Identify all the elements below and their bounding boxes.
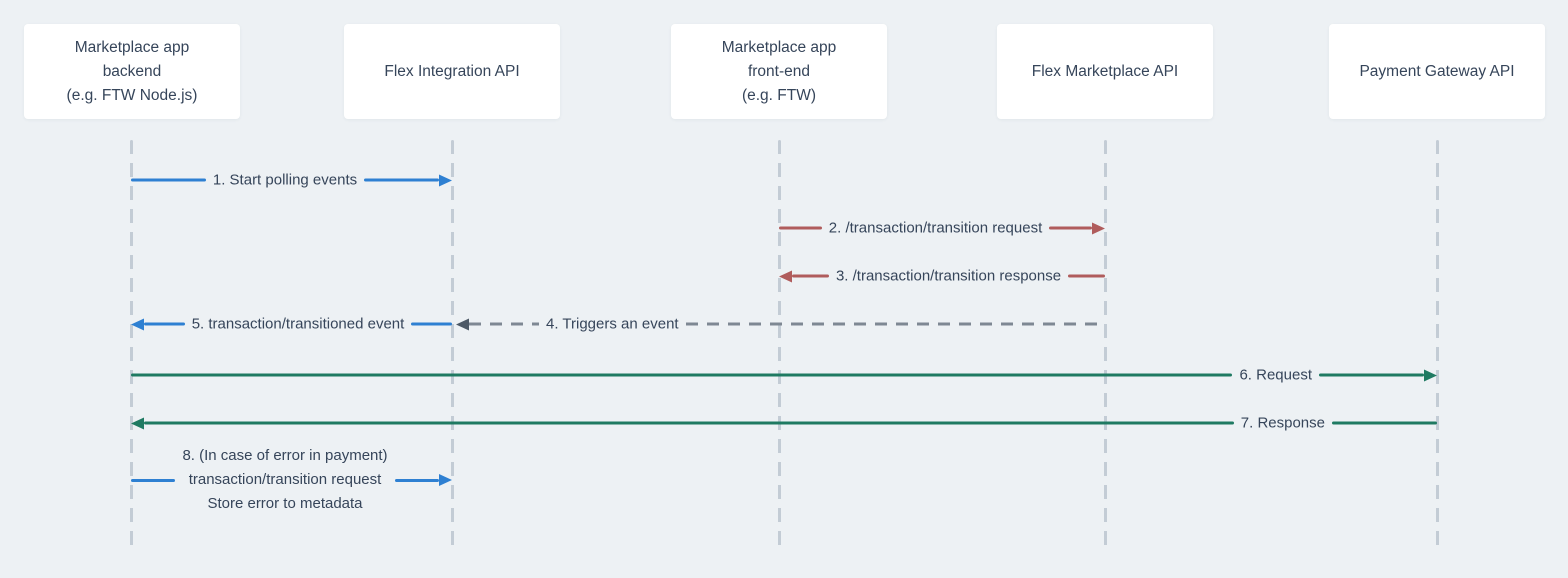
message-triggers-event: 4. Triggers an event — [456, 316, 1105, 333]
message-label: 3. /transaction/transition response — [835, 267, 1062, 285]
arrowhead-left-icon — [131, 417, 144, 429]
lifeline-flex-marketplace-api — [1104, 140, 1107, 550]
arrowhead-left-icon — [779, 270, 792, 282]
arrowhead-right-icon — [439, 174, 453, 186]
arrowhead-right-icon — [439, 474, 452, 486]
actor-box-flex-integration-api: Flex Integration API — [344, 24, 560, 119]
message-line — [144, 421, 1234, 425]
message-start-polling-events: 1. Start polling events — [131, 171, 453, 189]
message-line — [469, 322, 539, 326]
actor-box-marketplace-frontend: Marketplace app front-end (e.g. FTW) — [671, 24, 887, 119]
message-transition-response: 3. /transaction/transition response — [779, 268, 1105, 285]
message-line — [364, 178, 440, 182]
arrowhead-right-icon — [1424, 369, 1437, 381]
message-transitioned-event: 5. transaction/transitioned event — [131, 315, 453, 333]
lifeline-marketplace-backend — [130, 140, 133, 550]
message-line — [792, 274, 829, 278]
message-label: 7. Response — [1240, 414, 1325, 432]
actor-box-payment-gateway-api: Payment Gateway API — [1329, 24, 1545, 119]
actor-label: Marketplace app backend (e.g. FTW Node.j… — [66, 38, 198, 104]
actor-label: Payment Gateway API — [1359, 62, 1515, 80]
message-payment-request: 6. Request — [131, 367, 1437, 384]
message-label: transaction/transition request — [188, 471, 382, 488]
message-line — [779, 226, 822, 230]
message-label: 4. Triggers an event — [546, 315, 679, 333]
message-line — [131, 478, 176, 482]
message-label-above: 8. (In case of error in payment) — [182, 447, 388, 464]
message-transition-request: 2. /transaction/transition request — [779, 219, 1106, 237]
message-line — [131, 178, 206, 182]
message-line — [1049, 226, 1093, 230]
message-error-transition-request: 8. (In case of error in payment) transac… — [131, 444, 452, 516]
actor-box-flex-marketplace-api: Flex Marketplace API — [997, 24, 1213, 119]
arrowhead-left-icon — [456, 318, 469, 330]
actor-label: Flex Integration API — [384, 62, 520, 80]
message-line — [394, 478, 439, 482]
message-line — [1319, 373, 1424, 377]
message-line — [131, 373, 1233, 377]
message-label: 2. /transaction/transition request — [828, 219, 1043, 237]
message-label-below: Store error to metadata — [207, 495, 363, 512]
message-label: 5. transaction/transitioned event — [191, 315, 405, 333]
arrowhead-right-icon — [1092, 222, 1106, 234]
message-line — [411, 322, 453, 326]
message-line — [1332, 421, 1437, 425]
lifeline-marketplace-frontend — [778, 140, 781, 550]
message-label: 6. Request — [1239, 366, 1312, 384]
actor-box-marketplace-backend: Marketplace app backend (e.g. FTW Node.j… — [24, 24, 240, 119]
message-label: 1. Start polling events — [212, 171, 358, 189]
actor-label: Marketplace app front-end (e.g. FTW) — [721, 38, 837, 104]
lifeline-payment-gateway-api — [1436, 140, 1439, 550]
message-line — [1068, 274, 1105, 278]
actor-label: Flex Marketplace API — [1031, 62, 1179, 80]
message-label-stack: 8. (In case of error in payment) transac… — [175, 444, 394, 516]
message-line — [685, 322, 1105, 326]
message-line — [144, 322, 185, 326]
message-payment-response: 7. Response — [131, 415, 1437, 432]
arrowhead-left-icon — [131, 318, 144, 330]
lifeline-flex-integration-api — [451, 140, 454, 550]
